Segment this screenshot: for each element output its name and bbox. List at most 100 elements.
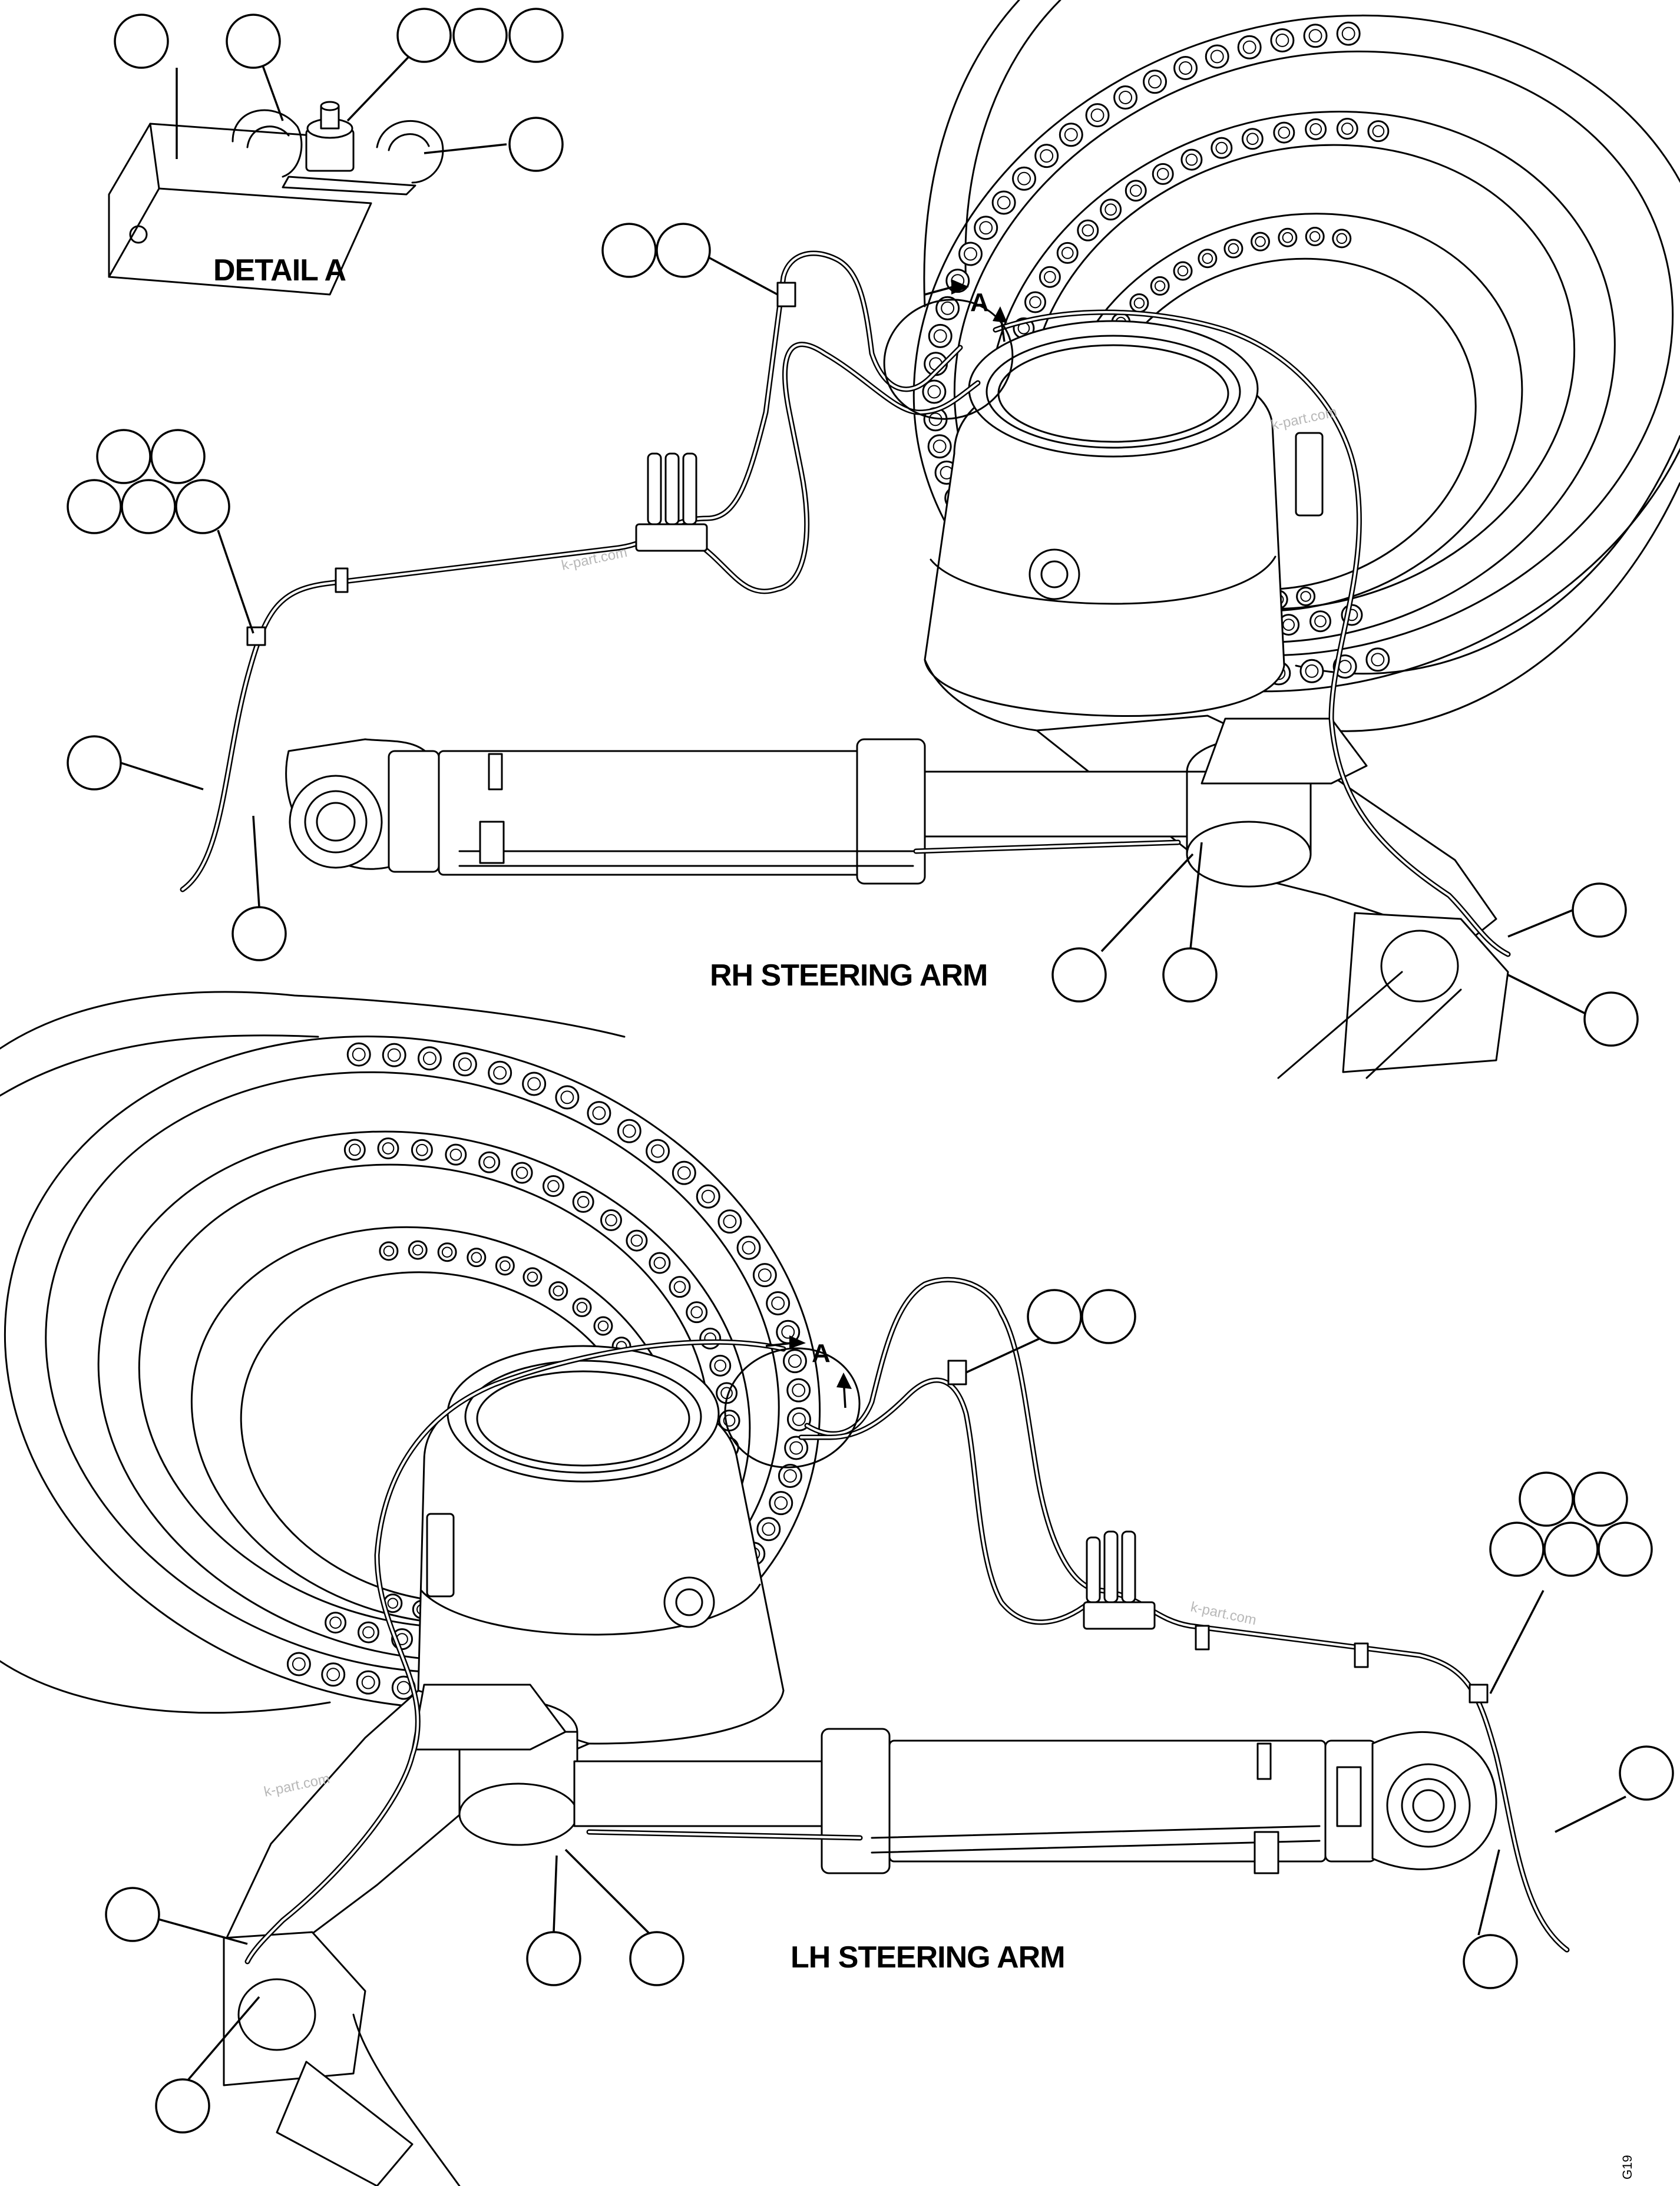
bolt-head (1177, 265, 1189, 277)
bolt-head (1309, 231, 1321, 242)
bolt-head (974, 216, 998, 240)
bolt-head (1251, 232, 1271, 252)
bolt-head (932, 439, 947, 454)
bolt-head (1077, 219, 1099, 242)
bolt-head (411, 1139, 433, 1161)
bolt-head (325, 1612, 347, 1634)
bolt-head (935, 296, 960, 320)
bolt-head (927, 434, 952, 459)
bolt-head (1305, 226, 1325, 246)
bolt-head (922, 379, 947, 404)
balloon (67, 479, 122, 534)
balloon (1583, 991, 1639, 1047)
bolt-head (1282, 619, 1295, 631)
bolt-head (587, 1101, 611, 1126)
bolt-head (723, 1215, 737, 1229)
bolt-head (1085, 103, 1110, 128)
balloon (1598, 1522, 1653, 1577)
bolt-head (1143, 70, 1168, 94)
bolt-head (1242, 40, 1256, 54)
bolt-head (1365, 647, 1390, 672)
bolt-head (752, 1263, 777, 1288)
bolt-head (383, 1245, 395, 1257)
bolt-head (1179, 61, 1193, 75)
rh-callouts (67, 223, 1639, 1047)
balloon (105, 1887, 160, 1942)
bolt-head (495, 1256, 515, 1276)
balloon (1081, 1289, 1136, 1344)
bolt-head (1024, 291, 1046, 313)
bolt-head (1125, 180, 1147, 202)
bolt-head (1150, 276, 1170, 296)
bolt-head (597, 1320, 609, 1332)
bolt-head (1278, 227, 1298, 247)
rh-view-marker: A (970, 288, 989, 317)
bolt-head (548, 1281, 568, 1301)
bolt-head (553, 1285, 564, 1297)
lh-detail-a-indicator (724, 1335, 861, 1469)
rh-detail-a-indicator (883, 279, 1014, 420)
bolt-head (1341, 123, 1354, 135)
bolt-head (478, 1151, 501, 1173)
bolt-head (542, 1175, 564, 1198)
bolt-head (651, 1144, 665, 1158)
bolt-head (789, 1441, 803, 1455)
bolt-head (979, 221, 993, 235)
bolt-head (756, 1517, 781, 1542)
bolt-head (1012, 166, 1037, 191)
bolt-head (1119, 91, 1133, 104)
rh-axle-stub (1277, 912, 1509, 1079)
rh-steering-arm-label: RH STEERING ARM (710, 958, 987, 993)
lh-axle-stub (223, 1931, 461, 2186)
bolt-head (672, 1160, 696, 1185)
bolt-head (1309, 610, 1331, 633)
bolt-head (958, 242, 983, 266)
bolt-head (1336, 21, 1361, 46)
bolt-head (382, 1043, 406, 1067)
bolt-head (547, 1180, 560, 1192)
bolt-head (387, 1598, 399, 1609)
bolt-head (1237, 35, 1262, 59)
bolt-head (600, 1209, 622, 1231)
bolt-head (445, 1143, 467, 1166)
balloon (1027, 1289, 1082, 1344)
bolt-head (555, 1085, 580, 1110)
bolt-head (348, 1143, 361, 1156)
bolt-head (677, 1166, 691, 1180)
bolt-head (701, 1189, 715, 1203)
lh-callouts (105, 1289, 1674, 2134)
bolt-head (1228, 243, 1239, 254)
bolt-head (709, 1354, 732, 1377)
bolt-head (686, 1301, 708, 1324)
balloon (1619, 1745, 1674, 1801)
bolt-head (1299, 659, 1324, 683)
rh-steering-cylinder (285, 717, 1368, 888)
bolt-head (452, 1052, 477, 1077)
bolt-head (1341, 27, 1355, 41)
bolt-head (771, 1296, 785, 1310)
bolt-head (500, 1260, 511, 1272)
bolt-head (742, 1241, 756, 1255)
bolt-head (997, 196, 1011, 210)
bolt-head (927, 385, 941, 399)
balloon (452, 8, 508, 63)
bolt-head (1129, 184, 1142, 197)
balloon (121, 479, 176, 534)
bolt-head (1113, 85, 1138, 110)
bolt-head (560, 1090, 574, 1104)
balloon (1162, 947, 1218, 1003)
bolt-head (758, 1268, 772, 1282)
bolt-head (778, 1464, 802, 1489)
bolt-head (723, 1414, 736, 1427)
bolt-head (377, 1137, 399, 1159)
bolt-head (1064, 128, 1078, 142)
bolt-head (690, 1306, 703, 1319)
bolt-head (1180, 148, 1203, 171)
bolt-head (1034, 144, 1059, 168)
bolt-head (1336, 118, 1358, 140)
bolt-head (933, 329, 947, 343)
balloon (1463, 1934, 1518, 1989)
balloon (601, 223, 657, 278)
bolt-head (653, 1256, 666, 1269)
bolt-head (714, 1359, 727, 1372)
